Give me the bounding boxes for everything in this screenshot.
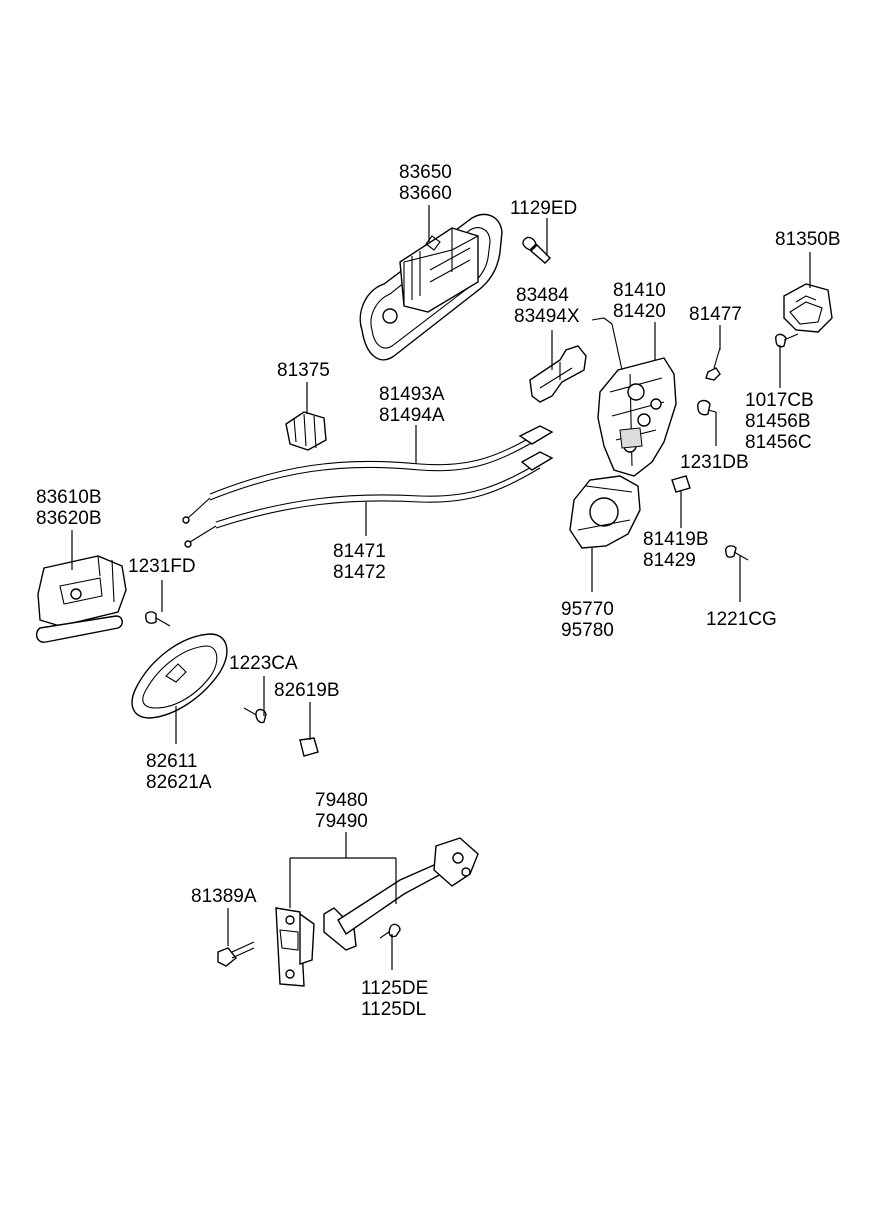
screw-81477 (705, 347, 721, 381)
label-81456b: 81456B (745, 411, 811, 432)
bolt-81389a (217, 941, 255, 967)
label-1129ed: 1129ED (510, 198, 577, 219)
door-latch-assembly (591, 317, 677, 477)
cable-81471 (184, 451, 554, 548)
label-81494a: 81494A (379, 405, 445, 426)
label-81410: 81410 (613, 280, 666, 301)
cap-82619b (299, 737, 319, 757)
label-1125dl: 1125DL (361, 999, 426, 1020)
outside-door-handle (359, 213, 503, 361)
label-81471: 81471 (333, 541, 386, 562)
leader-lines (71, 205, 811, 970)
label-81472: 81472 (333, 562, 386, 583)
label-83610b: 83610B (36, 487, 102, 508)
pad-81419b (671, 475, 691, 493)
screw-1017cb (774, 333, 799, 348)
bolt-1129ed (522, 236, 551, 264)
label-83494x: 83494X (514, 306, 580, 327)
door-checker (275, 837, 479, 987)
label-81456c: 81456C (745, 432, 812, 453)
clip-81375 (285, 411, 327, 451)
label-81493a: 81493A (379, 384, 445, 405)
label-95770: 95770 (561, 599, 614, 620)
inside-door-handle (35, 555, 127, 643)
label-81419b: 81419B (643, 529, 709, 550)
door-lock-actuator (569, 475, 641, 549)
label-1017cb: 1017CB (745, 390, 814, 411)
label-1221cg: 1221CG (706, 609, 777, 630)
label-1231fd: 1231FD (128, 556, 196, 577)
label-81350b: 81350B (775, 229, 841, 250)
label-1223ca: 1223CA (229, 653, 298, 674)
screw-1231fd (144, 611, 171, 627)
bolt-1125de (379, 923, 401, 939)
inside-handle-bezel (131, 633, 228, 719)
screw-1221cg (724, 545, 749, 561)
label-81420: 81420 (613, 301, 666, 322)
screw-1231db (697, 399, 717, 416)
label-82611: 82611 (146, 751, 197, 772)
bracket-83484 (529, 345, 587, 403)
cable-81493a (182, 425, 554, 524)
label-81375: 81375 (277, 360, 330, 381)
label-83660: 83660 (399, 183, 452, 204)
label-81477: 81477 (689, 304, 742, 325)
label-82619b: 82619B (274, 680, 340, 701)
label-79480: 79480 (315, 790, 368, 811)
label-81429: 81429 (643, 550, 696, 571)
label-83484: 83484 (516, 285, 569, 306)
latch-cover-81350b (783, 283, 833, 333)
label-1231db: 1231DB (680, 452, 749, 473)
screw-1223ca (243, 707, 267, 724)
label-83620b: 83620B (36, 508, 102, 529)
label-1125de: 1125DE (361, 978, 428, 999)
label-81389a: 81389A (191, 886, 257, 907)
label-79490: 79490 (315, 811, 368, 832)
label-82621a: 82621A (146, 772, 212, 793)
label-95780: 95780 (561, 620, 614, 641)
label-83650: 83650 (399, 162, 452, 183)
